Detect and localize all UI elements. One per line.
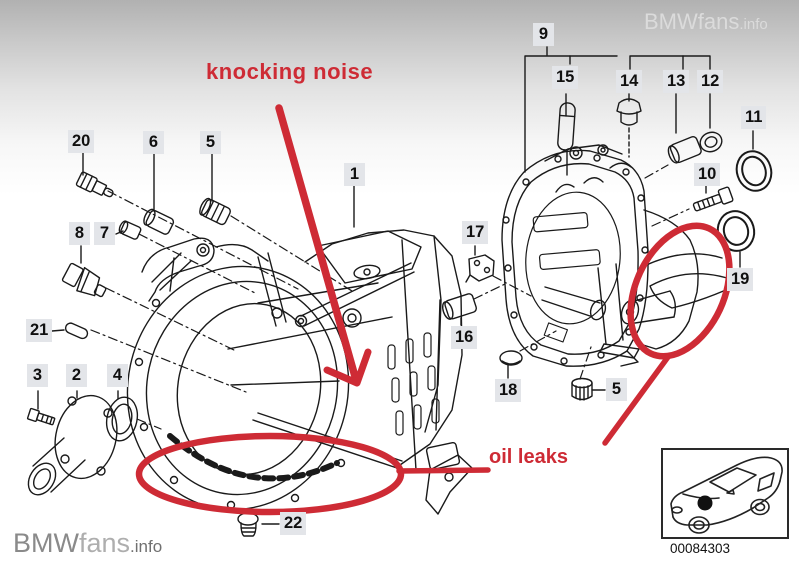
callout-10: 10 bbox=[694, 163, 721, 186]
part-18-cap bbox=[499, 350, 523, 366]
callout-17: 17 bbox=[462, 221, 489, 244]
part-17-bracket bbox=[465, 254, 495, 283]
callout-22: 22 bbox=[280, 512, 307, 535]
site-logo-suffix: .info bbox=[130, 537, 163, 556]
axis-lines bbox=[90, 164, 690, 430]
part-10-bolt bbox=[692, 186, 734, 212]
callout-8: 8 bbox=[69, 222, 90, 245]
callout-4: 4 bbox=[107, 364, 128, 387]
callout-1: 1 bbox=[344, 163, 365, 186]
oil-leaks-label: oil leaks bbox=[489, 446, 568, 468]
callout-18: 18 bbox=[495, 379, 522, 402]
callout-12: 12 bbox=[697, 70, 724, 93]
part-14-plunger bbox=[616, 98, 642, 126]
part-19-seal-ring bbox=[716, 210, 756, 252]
part-5-plug-left bbox=[199, 197, 231, 226]
part-20-sensor bbox=[75, 171, 114, 198]
watermark: BMWfans.info bbox=[644, 9, 768, 35]
part-21-pin bbox=[64, 322, 89, 340]
callout-5-right: 5 bbox=[606, 378, 627, 401]
part-22-vent-plug bbox=[237, 512, 259, 537]
site-logo-fans: fans bbox=[78, 528, 131, 558]
callout-20: 20 bbox=[68, 130, 95, 153]
part-4-seal-ring bbox=[105, 396, 139, 442]
car-outline-drawing bbox=[670, 456, 783, 534]
callout-16: 16 bbox=[451, 326, 478, 349]
part-6-bushing bbox=[143, 208, 175, 235]
callout-2: 2 bbox=[66, 364, 87, 387]
knocking-noise-arrow bbox=[275, 104, 360, 384]
callout-21: 21 bbox=[26, 319, 53, 342]
car-thumbnail bbox=[661, 448, 789, 539]
callout-5-left: 5 bbox=[200, 131, 221, 154]
part-12-ring bbox=[699, 131, 723, 153]
part-11-seal-ring bbox=[735, 150, 773, 192]
callout-6: 6 bbox=[143, 131, 164, 154]
part-2-front-cover bbox=[27, 394, 118, 496]
diagram-code: 00084303 bbox=[670, 541, 731, 556]
part-13-sleeve bbox=[667, 135, 702, 164]
callout-14: 14 bbox=[616, 70, 643, 93]
knocking-noise-label: knocking noise bbox=[206, 59, 374, 84]
watermark-brand: BMWfans bbox=[644, 9, 740, 34]
site-logo: BMWfans.info bbox=[13, 528, 162, 559]
part-5-plug-right bbox=[571, 377, 593, 401]
site-logo-bmw: BMW bbox=[13, 528, 79, 558]
group-9-bracket bbox=[524, 46, 711, 173]
main-housing bbox=[126, 229, 473, 515]
oil-leaks-pointer-left bbox=[396, 467, 491, 474]
part-7-pin bbox=[118, 220, 142, 240]
part-3-bolt bbox=[26, 407, 56, 426]
car-location-dot bbox=[697, 495, 713, 511]
part-16-bushing bbox=[441, 293, 478, 320]
callout-13: 13 bbox=[663, 70, 690, 93]
callout-7: 7 bbox=[94, 222, 115, 245]
oil-leaks-pointer-right bbox=[602, 354, 671, 446]
watermark-suffix: .info bbox=[739, 16, 768, 33]
callout-15: 15 bbox=[552, 66, 579, 89]
callout-19: 19 bbox=[727, 268, 754, 291]
callout-9: 9 bbox=[533, 23, 554, 46]
part-8-switch bbox=[61, 262, 107, 298]
oil-leak-ellipse-right bbox=[627, 222, 733, 360]
knocking-noise-arrowhead bbox=[323, 348, 372, 387]
callout-3: 3 bbox=[27, 364, 48, 387]
callout-11: 11 bbox=[741, 106, 767, 129]
oil-leak-ellipse-left bbox=[135, 432, 405, 516]
